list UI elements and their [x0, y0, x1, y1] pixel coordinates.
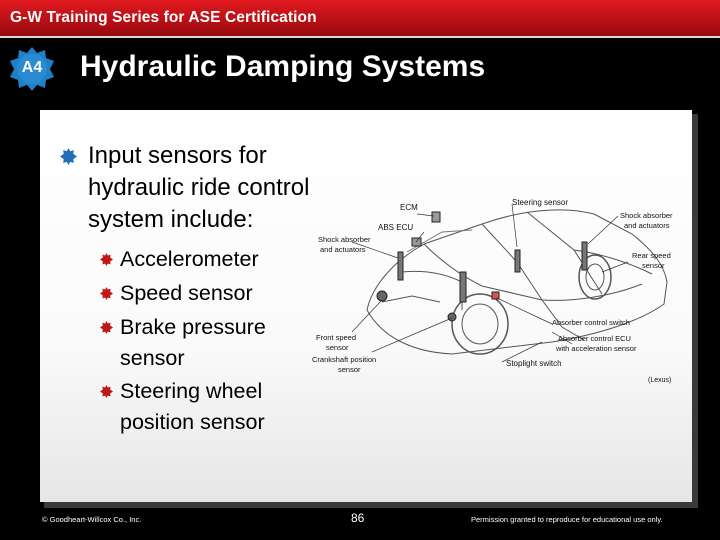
bullet-icon	[60, 148, 77, 165]
car-outline-illustration	[366, 209, 668, 355]
label-crankshaft-1: Crankshaft position	[312, 355, 376, 364]
component-markers	[376, 211, 588, 322]
chapter-badge-label: A4	[21, 59, 43, 76]
panel-shadow	[44, 502, 698, 508]
sub-bullet-line: Brake pressure	[120, 315, 266, 339]
sub-bullet-icon	[100, 253, 113, 266]
label-front-speed-2: sensor	[326, 343, 349, 352]
label-shock-rear-1: Shock absorber	[620, 211, 673, 220]
sub-bullet-line: Speed sensor	[120, 281, 253, 305]
sub-bullet-line: sensor	[120, 346, 185, 370]
content-panel	[40, 110, 692, 502]
sub-bullet-line: position sensor	[120, 410, 265, 434]
leader-lines	[351, 203, 629, 363]
label-absorber-ecu-2: with acceleration sensor	[555, 344, 637, 353]
label-steering-sensor: Steering sensor	[512, 198, 568, 207]
footer-copyright: © Goodheart-Willcox Co., Inc.	[42, 515, 142, 524]
label-credit: (Lexus)	[648, 377, 671, 384]
label-crankshaft-2: sensor	[338, 365, 361, 374]
label-front-speed-1: Front speed	[316, 333, 356, 342]
sub-bullet-accelerometer: Accelerometer	[120, 244, 259, 275]
main-bullet-line: hydraulic ride control	[88, 174, 310, 201]
label-absorber-ecu-1: Absorber control ECU	[558, 334, 631, 343]
label-abs-ecu: ABS ECU	[378, 223, 413, 232]
sub-bullet-line: Accelerometer	[120, 247, 259, 271]
page-number: 86	[351, 511, 365, 525]
slide-title: Hydraulic Damping Systems	[80, 50, 486, 83]
chapter-badge-icon	[10, 47, 54, 91]
header-rule	[0, 36, 720, 38]
header-bar: G-W Training Series for ASE Certificatio…	[0, 0, 720, 38]
label-rear-speed-2: sensor	[642, 261, 665, 270]
sub-bullet-steering-wheel: Steering wheel position sensor	[120, 376, 265, 438]
sub-bullet-line: Steering wheel	[120, 379, 263, 403]
sub-bullet-icon	[100, 287, 113, 300]
main-bullet: Input sensors for hydraulic ride control…	[88, 140, 309, 236]
label-stoplight-switch: Stoplight switch	[506, 359, 562, 368]
sub-bullet-icon	[100, 385, 113, 398]
vehicle-diagram: ECM ABS ECU Steering sensor Shock absorb…	[312, 198, 673, 384]
label-absorber-switch: Absorber control switch	[552, 318, 630, 327]
label-rear-speed-1: Rear speed	[632, 251, 671, 260]
panel-shadow	[692, 114, 698, 506]
label-ecm: ECM	[400, 203, 418, 212]
footer-permission: Permission granted to reproduce for educ…	[471, 515, 663, 524]
series-title: G-W Training Series for ASE Certificatio…	[10, 9, 317, 26]
label-shock-front-1: Shock absorber	[318, 235, 371, 244]
label-shock-rear-2: and actuators	[624, 221, 670, 230]
sub-bullet-brake-pressure: Brake pressure sensor	[120, 312, 266, 374]
sub-bullet-speed-sensor: Speed sensor	[120, 278, 253, 309]
sub-bullet-icon	[100, 321, 113, 334]
label-shock-front-2: and actuators	[320, 245, 366, 254]
main-bullet-line: Input sensors for	[88, 142, 267, 169]
main-bullet-line: system include:	[88, 206, 254, 233]
